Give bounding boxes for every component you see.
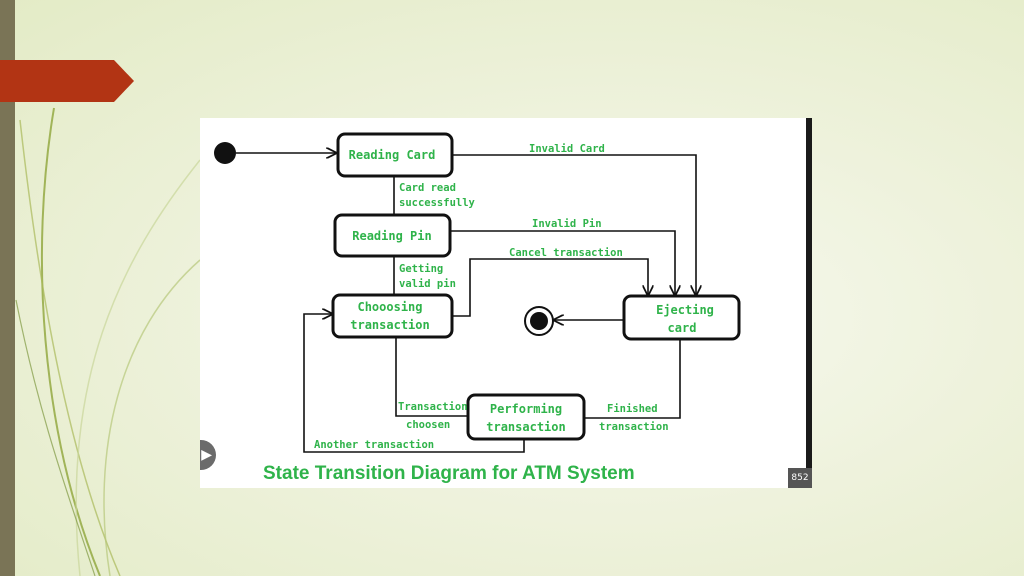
state-performing-transaction: Performing transaction: [466, 393, 586, 441]
svg-text:Reading Pin: Reading Pin: [352, 229, 431, 243]
image-corner-badge: 852: [788, 468, 812, 488]
left-accent-bar: [0, 0, 15, 576]
label-invalid-pin: Invalid Pin: [532, 218, 602, 230]
svg-text:transaction: transaction: [486, 420, 565, 434]
start-state-icon: [214, 142, 236, 164]
label-invalid-card: Invalid Card: [529, 143, 605, 155]
svg-text:Performing: Performing: [490, 402, 562, 416]
label-another-transaction: Another transaction: [314, 439, 434, 451]
svg-text:card: card: [668, 321, 697, 335]
label-transaction-chosen-2: choosen: [406, 419, 450, 431]
atm-state-diagram-image: Reading Card Reading Pin Chooosing trans…: [200, 118, 812, 488]
label-finished: Finished: [607, 403, 658, 415]
state-ejecting-card: Ejecting card: [622, 294, 741, 341]
label-getting-pin-2: valid pin: [399, 278, 456, 290]
label-getting-pin: Getting: [399, 263, 443, 275]
play-icon[interactable]: ▶: [200, 440, 216, 470]
state-reading-pin: Reading Pin: [333, 213, 452, 258]
label-finished-2: transaction: [599, 421, 669, 433]
state-reading-card: Reading Card: [336, 132, 454, 178]
svg-text:Ejecting: Ejecting: [656, 303, 714, 317]
label-card-read-2: successfully: [399, 197, 476, 209]
svg-text:Chooosing: Chooosing: [357, 300, 422, 314]
transition-edges: [236, 153, 696, 453]
state-choosing-transaction: Chooosing transaction: [331, 293, 454, 339]
state-transition-diagram: Reading Card Reading Pin Chooosing trans…: [214, 132, 741, 484]
image-right-edge: [806, 118, 812, 488]
svg-text:Reading Card: Reading Card: [349, 148, 436, 162]
label-transaction-chosen: Transaction: [398, 401, 468, 413]
diagram-caption: State Transition Diagram for ATM System: [263, 463, 635, 484]
decorative-curves: [15, 107, 201, 576]
end-state-icon: [524, 306, 554, 336]
red-arrow-tab: [0, 60, 134, 102]
label-card-read: Card read: [399, 182, 456, 194]
label-cancel-transaction: Cancel transaction: [509, 247, 623, 259]
svg-text:transaction: transaction: [350, 318, 429, 332]
